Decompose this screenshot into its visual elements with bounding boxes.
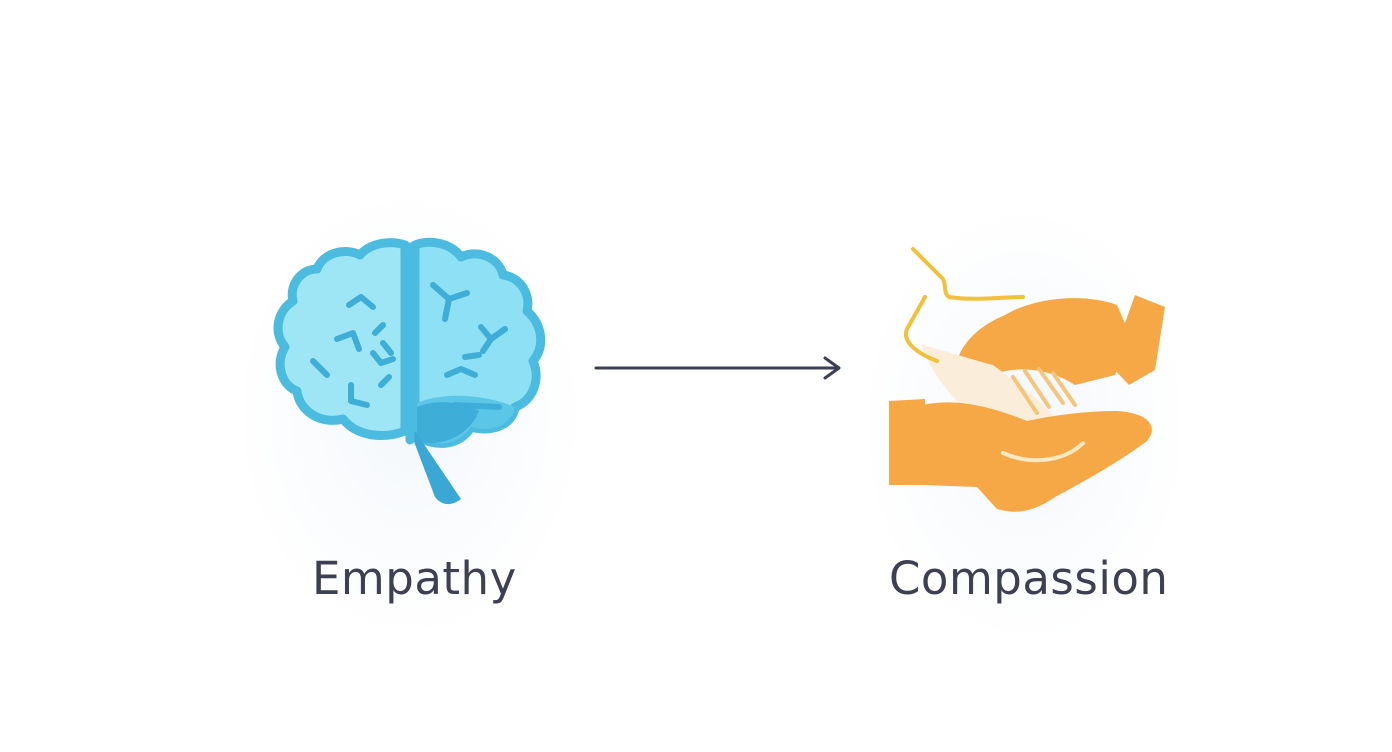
compassion-label: Compassion xyxy=(889,552,1169,605)
arrow-right-icon xyxy=(594,356,841,380)
empathy-label: Empathy xyxy=(312,552,517,605)
helping-hands-icon xyxy=(889,247,1165,512)
brain-icon xyxy=(273,237,546,505)
